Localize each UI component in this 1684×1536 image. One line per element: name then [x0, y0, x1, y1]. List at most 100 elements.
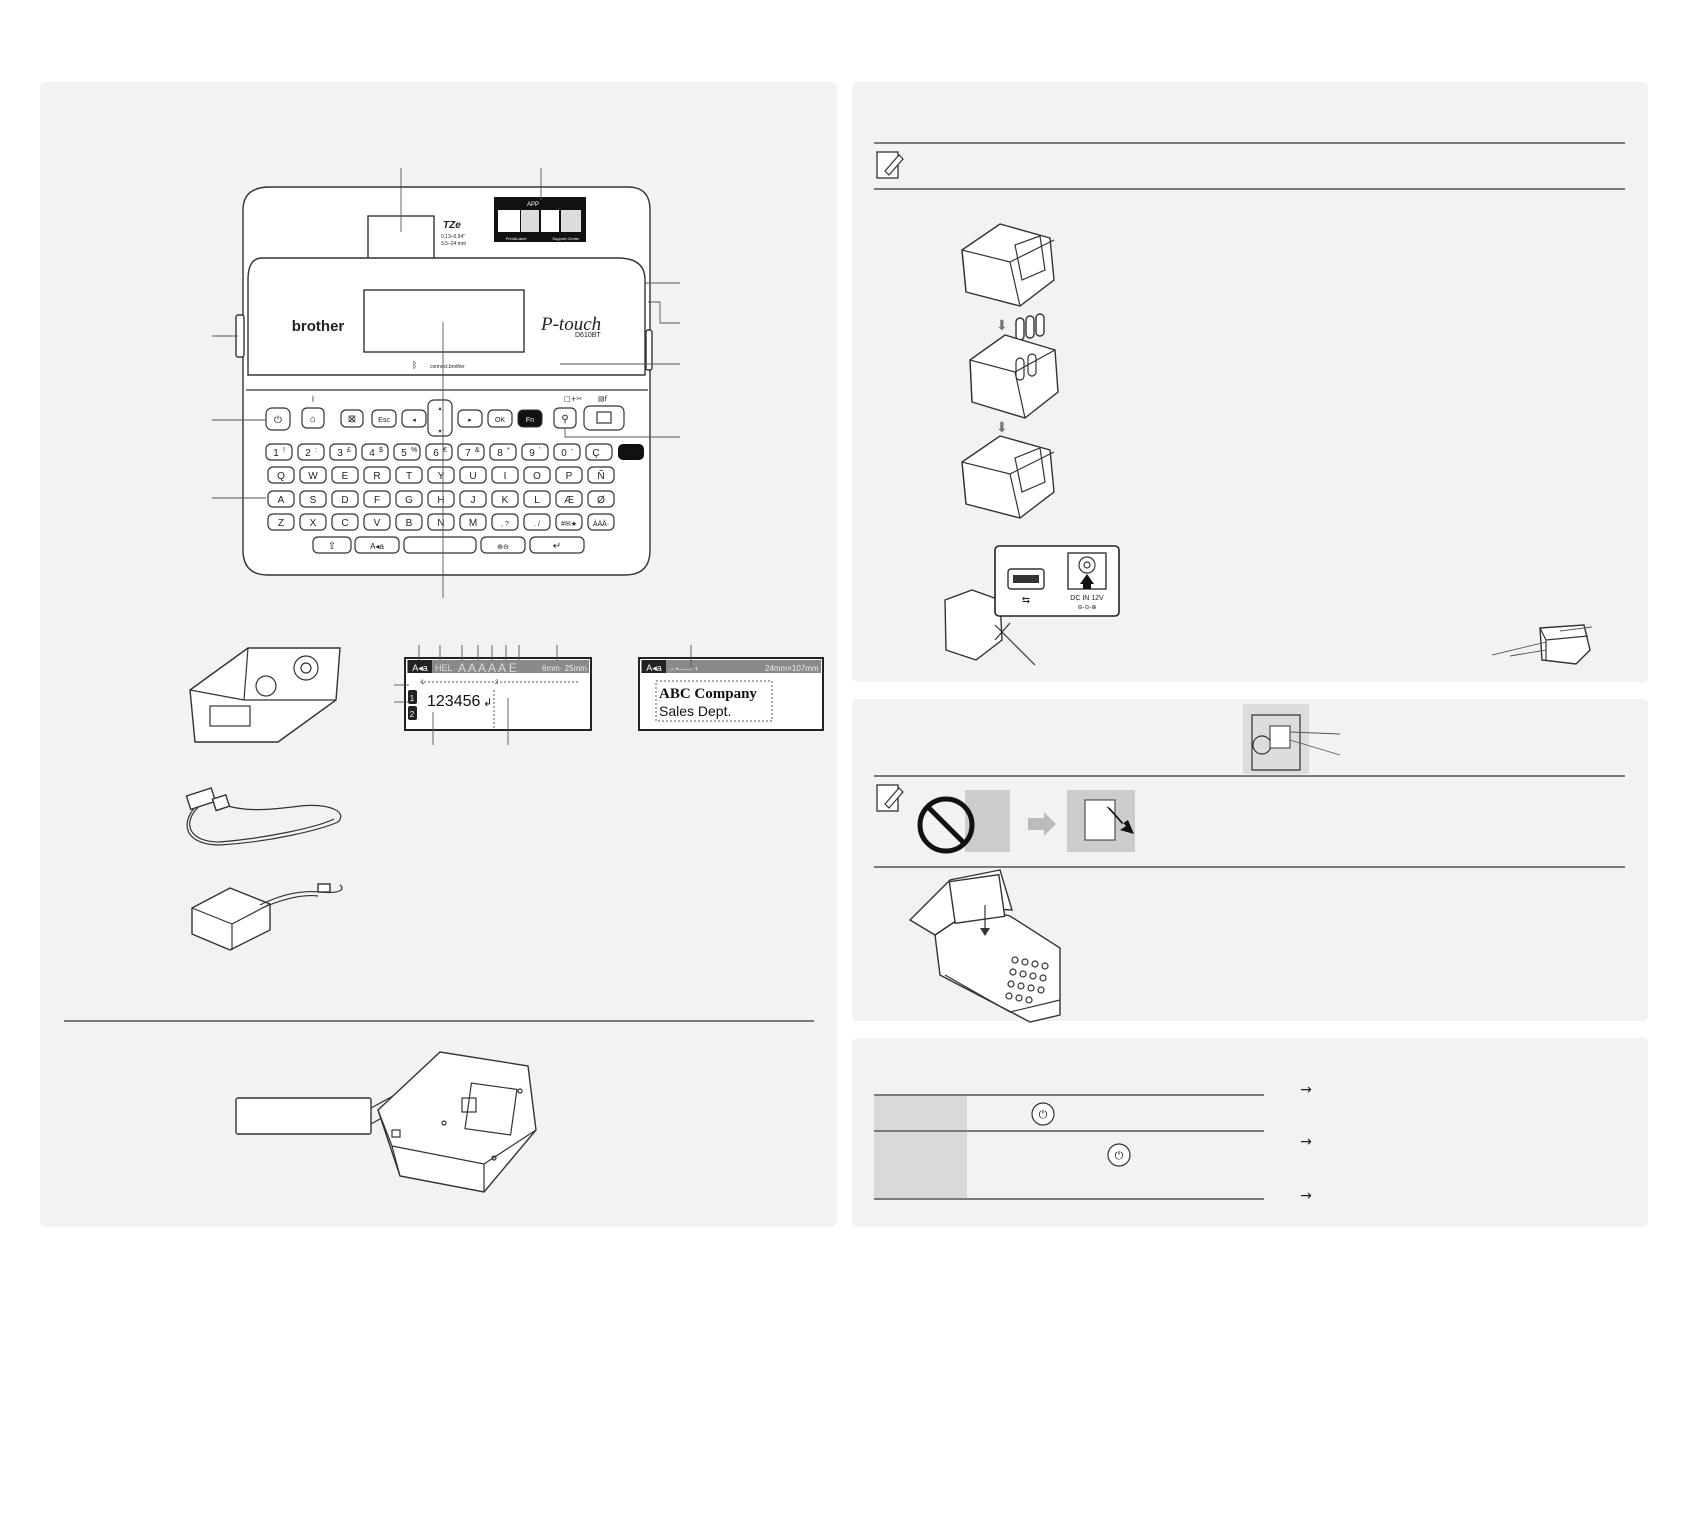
- key-z-0: [267, 513, 295, 531]
- key-num-4: [393, 443, 421, 461]
- key-label: 2: [305, 448, 311, 459]
- backspace-key: [618, 444, 644, 460]
- ok-key: [487, 409, 513, 428]
- key-label: A: [278, 495, 285, 506]
- key-label: J: [471, 495, 476, 506]
- space-key: [403, 536, 477, 554]
- svg-text:◂: ◂: [412, 417, 416, 424]
- key-label: B: [406, 518, 413, 529]
- connect-label: connect.brother: [430, 364, 465, 370]
- key-num-7: [489, 443, 517, 461]
- key-sup-label: !: [283, 447, 285, 454]
- key-z-5: [427, 513, 455, 531]
- key-label: 0: [561, 448, 567, 459]
- svg-text:⇆: ⇆: [1022, 595, 1030, 606]
- svg-text:A A A A A E: A A A A A E: [458, 661, 517, 675]
- svg-text:Fn: Fn: [526, 417, 534, 424]
- key-q-2: [331, 466, 359, 484]
- key-a-7: [491, 490, 519, 508]
- prohibited-icon: [917, 796, 975, 854]
- key-z-9: [555, 513, 583, 531]
- printer-callouts: [212, 168, 680, 598]
- ptouch-logo: P-touch: [540, 314, 601, 335]
- key-label: D: [341, 495, 348, 506]
- key-label: Q: [277, 471, 285, 482]
- key-z-8: [523, 513, 551, 531]
- key-q-9: [555, 466, 583, 484]
- key-q-4: [395, 466, 423, 484]
- tze-size-mm: 3,5–24 mm: [441, 241, 466, 247]
- key-label: M: [469, 518, 477, 529]
- power-key: [265, 407, 291, 431]
- svg-text:1: 1: [421, 680, 425, 686]
- tape-cassette-illustration: [189, 647, 341, 743]
- print-key: [583, 405, 625, 431]
- dpad-key: [427, 399, 453, 437]
- key-a-9: [555, 490, 583, 508]
- svg-text:↲: ↲: [483, 696, 492, 709]
- key-q-6: [459, 466, 487, 484]
- key-label: N: [437, 518, 444, 529]
- key-label: 5: [401, 448, 407, 459]
- tze-logo: TZe: [443, 220, 461, 231]
- key-label: , ?: [501, 521, 509, 528]
- key-label: I: [504, 471, 507, 482]
- svg-text:▾: ▾: [438, 429, 441, 435]
- fn-key: [517, 409, 543, 428]
- key-q-1: [299, 466, 327, 484]
- key-q-0: [267, 466, 295, 484]
- key-z-6: [459, 513, 487, 531]
- key-sup-label: €: [443, 447, 447, 454]
- lcd-edit-callouts: [394, 645, 558, 745]
- preview-tape-size: 24mm×107mm: [765, 664, 819, 673]
- dc-in-label: DC IN 12V: [1070, 595, 1104, 602]
- key-label: P: [566, 471, 573, 482]
- key-sup-label: ': [539, 447, 540, 454]
- svg-text:⬇: ⬇: [996, 318, 1008, 334]
- lcd-preview-screen: A◂a – •—— + 24mm×107mm ABC Company Sales…: [638, 645, 824, 731]
- key-num-0: [265, 443, 293, 461]
- battery-section: ⬇ ⬇ ⇆ DC IN 12V ⊖-⊙-⊕: [874, 142, 1625, 666]
- power-panel: [852, 1038, 1648, 1227]
- key-a-8: [523, 490, 551, 508]
- key-label: O: [533, 471, 541, 482]
- home-icon: ⌂: [310, 414, 316, 425]
- key-label: K: [502, 495, 509, 506]
- preview-line2: Sales Dept.: [659, 703, 731, 719]
- svg-text:▴: ▴: [438, 406, 441, 412]
- key-label: F: [374, 495, 380, 506]
- lcd-edit-text: 123456: [427, 693, 480, 710]
- key-z-3: [363, 513, 391, 531]
- arrow-icon: →: [1300, 1082, 1312, 1098]
- key-a-0: [267, 490, 295, 508]
- svg-text:⊕⊖: ⊕⊖: [497, 544, 509, 551]
- key-label: L: [534, 495, 540, 506]
- ac-adapter-illustration: [191, 883, 343, 951]
- left-key: [401, 409, 427, 428]
- power-button-icon-2: [1107, 1143, 1131, 1167]
- key-label: Y: [438, 471, 445, 482]
- svg-text:⏻: ⏻: [1039, 1108, 1048, 1121]
- svg-text:OK: OK: [495, 417, 505, 424]
- svg-text:Esc: Esc: [378, 417, 390, 424]
- lcd-indicator: A◂a: [412, 663, 428, 673]
- key-label: C: [341, 518, 348, 529]
- brand-logo: brother: [292, 318, 345, 335]
- key-z-2: [331, 513, 359, 531]
- svg-text:⬇: ⬇: [996, 420, 1008, 436]
- key-sup-label: %: [411, 447, 417, 454]
- home-key: [301, 407, 325, 429]
- key-label: #✉★: [561, 520, 577, 528]
- svg-text:1: 1: [410, 694, 415, 703]
- svg-text:A◂a: A◂a: [370, 542, 384, 551]
- key-label: S: [310, 495, 317, 506]
- key-a-6: [459, 490, 487, 508]
- lcd-style-text: HEL: [435, 663, 453, 673]
- arrow-icon: →: [1300, 1134, 1312, 1150]
- key-z-4: [395, 513, 423, 531]
- key-label: 4: [369, 448, 375, 459]
- key-label: Ñ: [597, 469, 604, 482]
- power-section: ⏻ ⏻ → → →: [874, 1082, 1312, 1204]
- key-num-6: [457, 443, 485, 461]
- key-label: Ç: [592, 448, 599, 459]
